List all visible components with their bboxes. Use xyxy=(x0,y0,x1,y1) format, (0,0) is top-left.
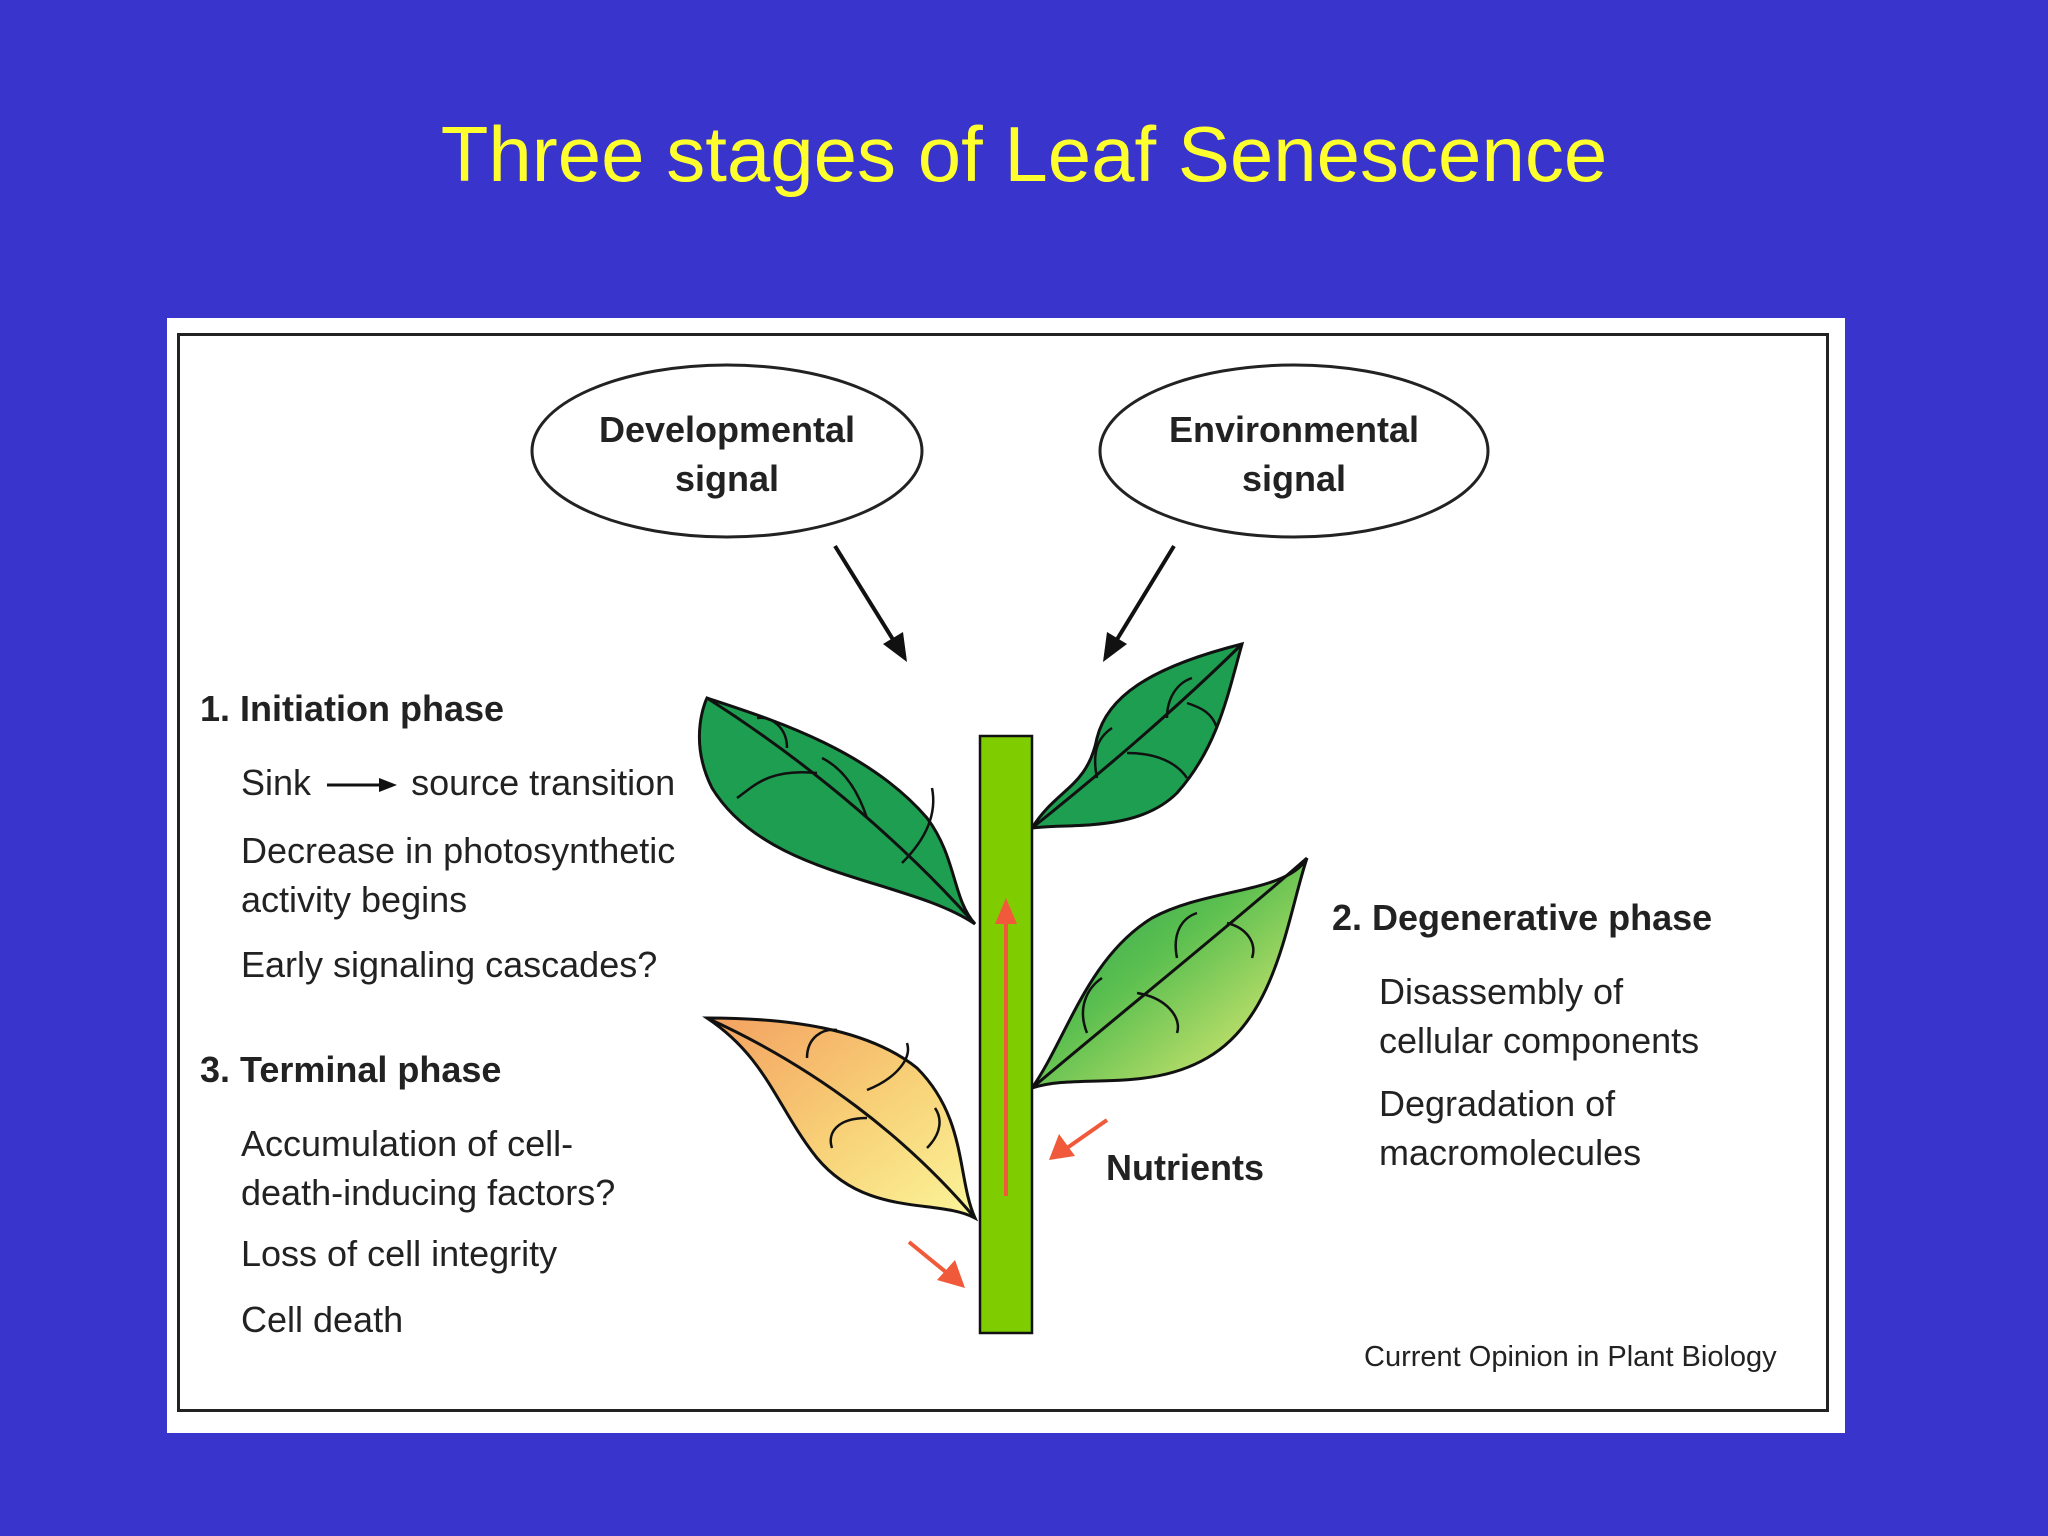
developmental-signal-line2: signal xyxy=(674,457,780,499)
phase2-item-degradation: Degradation of macromolecules xyxy=(1379,1080,1641,1177)
phase3-item-cell-death: Cell death xyxy=(241,1299,404,1340)
phase1-line-1: Decrease in photosynthetic xyxy=(241,830,676,871)
developmental-signal-line1: Developmental xyxy=(598,409,856,450)
phase2-line-2: cellular components xyxy=(1379,1019,1700,1061)
nutrient-flow-arrow xyxy=(995,898,1017,1196)
phase2-line-1: Disassembly of xyxy=(1379,971,1624,1012)
environmental-signal-line1: Environmental xyxy=(1168,409,1420,450)
nutrient-arrow-right xyxy=(1049,1118,1109,1160)
lower-left-leaf xyxy=(702,1016,979,1222)
phase2-line-4: macromolecules xyxy=(1379,1131,1642,1173)
terminal-phase-heading: 3. Terminal phase xyxy=(200,1049,502,1090)
environmental-signal-arrow xyxy=(1103,544,1176,662)
phase3-item-accumulation: Accumulation of cell- death-inducing fac… xyxy=(241,1120,615,1217)
phase3-line-2: death-inducing factors? xyxy=(241,1171,616,1213)
phase1-line-2: activity begins xyxy=(241,878,468,920)
developmental-signal-ellipse xyxy=(530,363,924,539)
slide-title: Three stages of Leaf Senescence xyxy=(440,110,1608,198)
phase1-item-signaling: Early signaling cascades? xyxy=(241,944,658,985)
degenerative-phase-heading: 2. Degenerative phase xyxy=(1332,897,1713,938)
sink-source-transition: Sink source transition xyxy=(241,759,675,808)
middle-right-leaf xyxy=(1028,856,1309,1091)
phase1-item-photosynthetic: Decrease in photosynthetic activity begi… xyxy=(241,827,675,924)
initiation-phase-heading: 1. Initiation phase xyxy=(200,688,505,729)
nutrients-label: Nutrients xyxy=(1106,1147,1265,1188)
nutrient-arrow-left xyxy=(907,1240,965,1288)
sink-source-arrow xyxy=(327,778,398,793)
developmental-signal-label: Developmental signal xyxy=(587,406,867,503)
upper-right-leaf xyxy=(1029,641,1245,830)
phase2-item-disassembly: Disassembly of cellular components xyxy=(1379,968,1699,1065)
environmental-signal-line2: signal xyxy=(1241,457,1347,499)
developmental-signal-arrow xyxy=(833,544,907,662)
phase2-line-3: Degradation of xyxy=(1379,1083,1616,1124)
sink-label: Sink xyxy=(241,762,312,803)
figure-panel: Developmental signal Environmental signa… xyxy=(167,318,1845,1433)
phase3-item-integrity: Loss of cell integrity xyxy=(241,1233,558,1274)
journal-credit: Current Opinion in Plant Biology xyxy=(1364,1341,1777,1373)
environmental-signal-ellipse xyxy=(1098,363,1490,539)
upper-left-leaf xyxy=(697,696,977,926)
environmental-signal-label: Environmental signal xyxy=(1154,406,1434,503)
phase3-line-1: Accumulation of cell- xyxy=(241,1123,574,1164)
senescence-diagram xyxy=(530,363,1490,1335)
source-transition-label: source transition xyxy=(411,762,676,803)
figure-frame xyxy=(177,333,1829,1412)
